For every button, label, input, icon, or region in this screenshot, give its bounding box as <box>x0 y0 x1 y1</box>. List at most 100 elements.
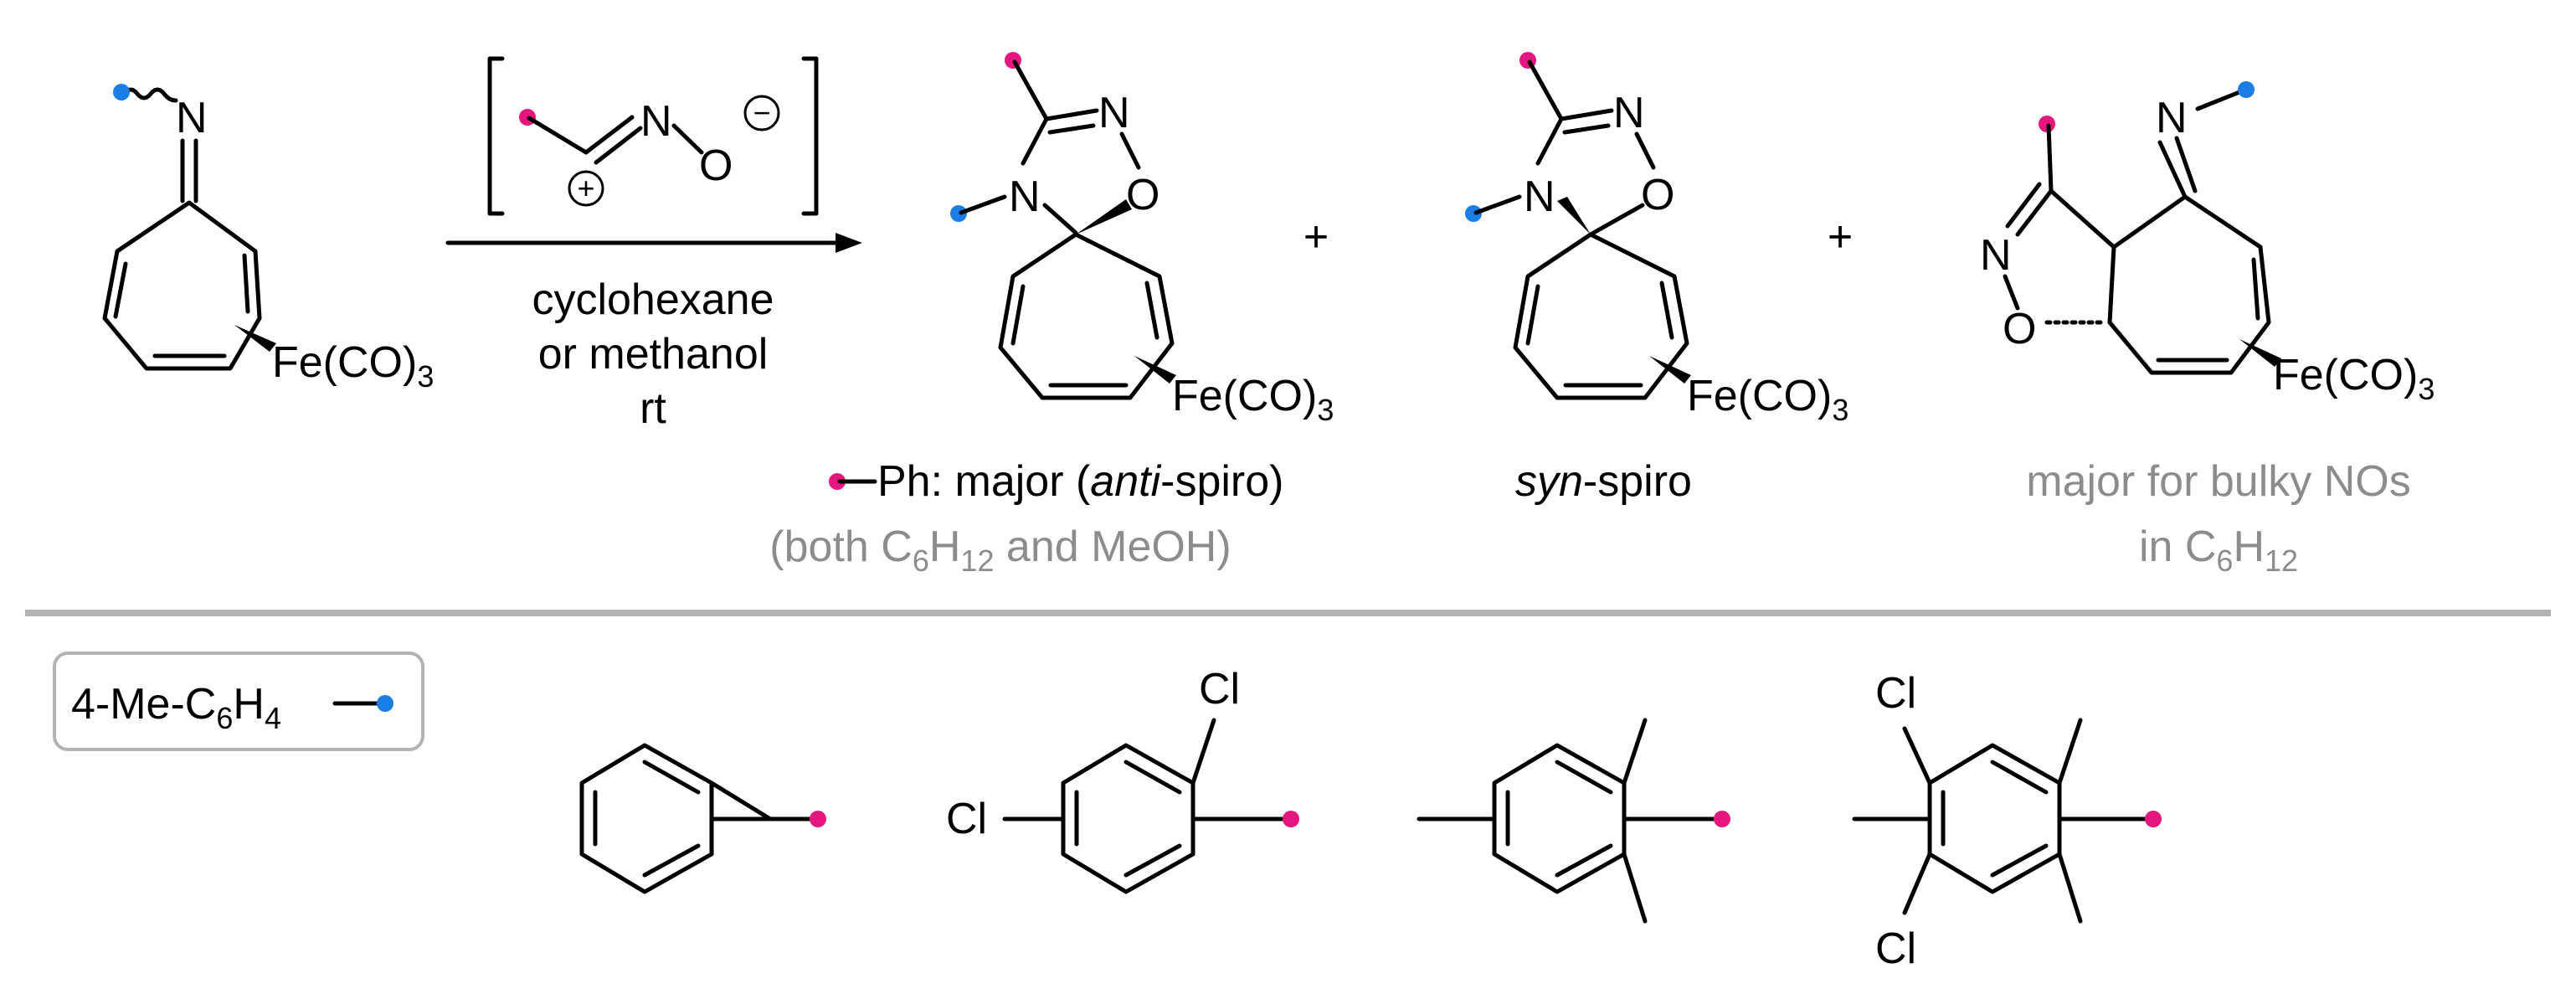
anti-n4-spiro <box>1042 203 1078 235</box>
syn-no-bond <box>1634 131 1656 170</box>
imine-n: N <box>176 94 208 142</box>
legend-n-dot <box>377 695 393 712</box>
wavy-bond <box>121 87 178 103</box>
fe-wedge <box>234 325 276 352</box>
phenyl-inner-2 <box>642 843 701 878</box>
dcp-cl-bond-top <box>1190 718 1216 785</box>
fused-c3a-c7a <box>2107 245 2116 325</box>
cycloheptatriene-ring <box>102 200 262 371</box>
fused-note-2: in C6H12 <box>2139 523 2298 578</box>
anti-caption: Ph: major (anti-spiro) <box>877 457 1283 506</box>
syn-ring-inner-1 <box>1525 284 1540 346</box>
syn-ring-inner-3 <box>1659 281 1674 340</box>
n-dot-fused <box>2238 81 2255 98</box>
condition-solvent-1: cyclohexane <box>532 276 774 324</box>
dctm-cl-bottom: Cl <box>1875 924 1916 973</box>
fused-n: N <box>1980 231 2012 280</box>
phenyl-inner-1 <box>642 760 701 795</box>
reagent-n: N <box>640 97 672 146</box>
dctm-me-bottom <box>2057 852 2083 924</box>
dctm-ring <box>1927 743 2062 894</box>
arrow-head <box>836 233 862 253</box>
fused-c3a <box>2049 188 2116 250</box>
mes-me-bottom <box>1622 852 1648 924</box>
anti-ring <box>998 232 1175 400</box>
mes-inner-2 <box>1555 843 1613 878</box>
n-substituent-dot <box>113 84 130 100</box>
syn-cn-double-a <box>1559 108 1614 121</box>
bracket-left <box>487 56 505 216</box>
phenyl-attach-bond <box>709 780 773 821</box>
syn-o-ring: O <box>1641 171 1674 219</box>
fused-o: O <box>2003 305 2036 353</box>
minus-charge-circle <box>743 95 780 131</box>
dctm-cl-bond-top <box>1902 726 1932 785</box>
anti-r-bond <box>1012 59 1049 121</box>
syn-ring <box>1513 232 1689 400</box>
condition-solvent-2: or methanol <box>538 330 769 379</box>
fused-cn-double-a <box>2015 188 2054 237</box>
fe-co3-label: Fe(CO)3 <box>272 338 434 394</box>
syn-n4-sub <box>1473 194 1522 215</box>
syn-fe-co3: Fe(CO)3 <box>1687 372 1848 427</box>
syn-c3-n4 <box>1535 116 1564 166</box>
fused-exo-n: N <box>2156 94 2188 142</box>
reaction-arrow-group: cyclohexane or methanol rt <box>445 233 862 433</box>
legend-label: 4-Me-C6H4 <box>71 680 281 735</box>
fused-cn-double-b <box>2005 182 2042 229</box>
ring-inner-bond-3 <box>242 253 250 314</box>
ring-inner-bond-1 <box>113 261 128 319</box>
fused-note-1: major for bulky NOs <box>2026 457 2410 506</box>
dctm-inner-1 <box>1990 760 2049 795</box>
fused-c-n-exo-a <box>2157 140 2188 199</box>
syn-r-bond <box>1527 59 1564 121</box>
section-divider <box>25 610 2551 616</box>
fused-r-bond <box>2046 123 2054 193</box>
syn-caption: syn-spiro <box>1515 457 1692 506</box>
n-dot-syn <box>1465 205 1482 222</box>
syn-n4: N <box>1524 173 1555 221</box>
anti-cn-double-b <box>1047 123 1096 135</box>
fused-fe-wedge <box>2239 339 2281 367</box>
dctm-me-top <box>2057 718 2083 785</box>
reagent-cn-double-a <box>584 115 635 155</box>
anti-ring-inner-3 <box>1144 281 1159 340</box>
anti-o-ring: O <box>1126 171 1159 219</box>
r-mesityl <box>1417 718 1730 924</box>
reagent-r-bond <box>527 116 589 155</box>
dcp-inner-2 <box>1123 843 1182 878</box>
condition-temp: rt <box>640 384 666 433</box>
syn-cn-double-b <box>1562 123 1611 135</box>
mes-r-dot <box>1714 811 1730 827</box>
fused-seven-ring <box>2107 194 2271 375</box>
legend-box <box>53 652 424 751</box>
nitrile-oxide-reagent: N O + − <box>487 56 819 216</box>
fused-no-bond <box>2003 274 2020 311</box>
minus-charge: − <box>753 95 770 130</box>
dctm-cl-top: Cl <box>1875 669 1916 718</box>
plus-charge: + <box>577 171 594 205</box>
dcp-ring <box>1061 743 1195 894</box>
anti-no-bond <box>1119 131 1141 170</box>
fused-ring-inner-1 <box>2251 257 2260 321</box>
syn-spiro-wedge <box>1557 197 1591 234</box>
phenyl-r-dot <box>810 811 826 827</box>
dctm-inner-2 <box>1990 843 2049 878</box>
anti-fe-co3: Fe(CO)3 <box>1172 372 1334 427</box>
anti-c3-n4 <box>1021 116 1049 166</box>
r-dot-anti-caption <box>829 473 846 490</box>
anti-n-ring: N <box>1098 89 1130 137</box>
fused-fe-co3: Fe(CO)3 <box>2273 351 2435 406</box>
reagent-no-bond <box>671 123 704 155</box>
mes-inner-1 <box>1555 760 1613 795</box>
syn-o-spiro <box>1588 203 1645 237</box>
mes-ring <box>1492 743 1627 894</box>
n-dot-anti <box>950 205 967 222</box>
dcp-cl-top: Cl <box>1199 665 1240 713</box>
dctm-cl-bond-bottom <box>1902 852 1932 915</box>
dcp-cl-left: Cl <box>946 795 987 843</box>
n-substituent-legend: 4-Me-C6H4 <box>53 652 424 751</box>
r-dot-fused <box>2039 116 2055 132</box>
dcp-r-dot <box>1283 811 1299 827</box>
